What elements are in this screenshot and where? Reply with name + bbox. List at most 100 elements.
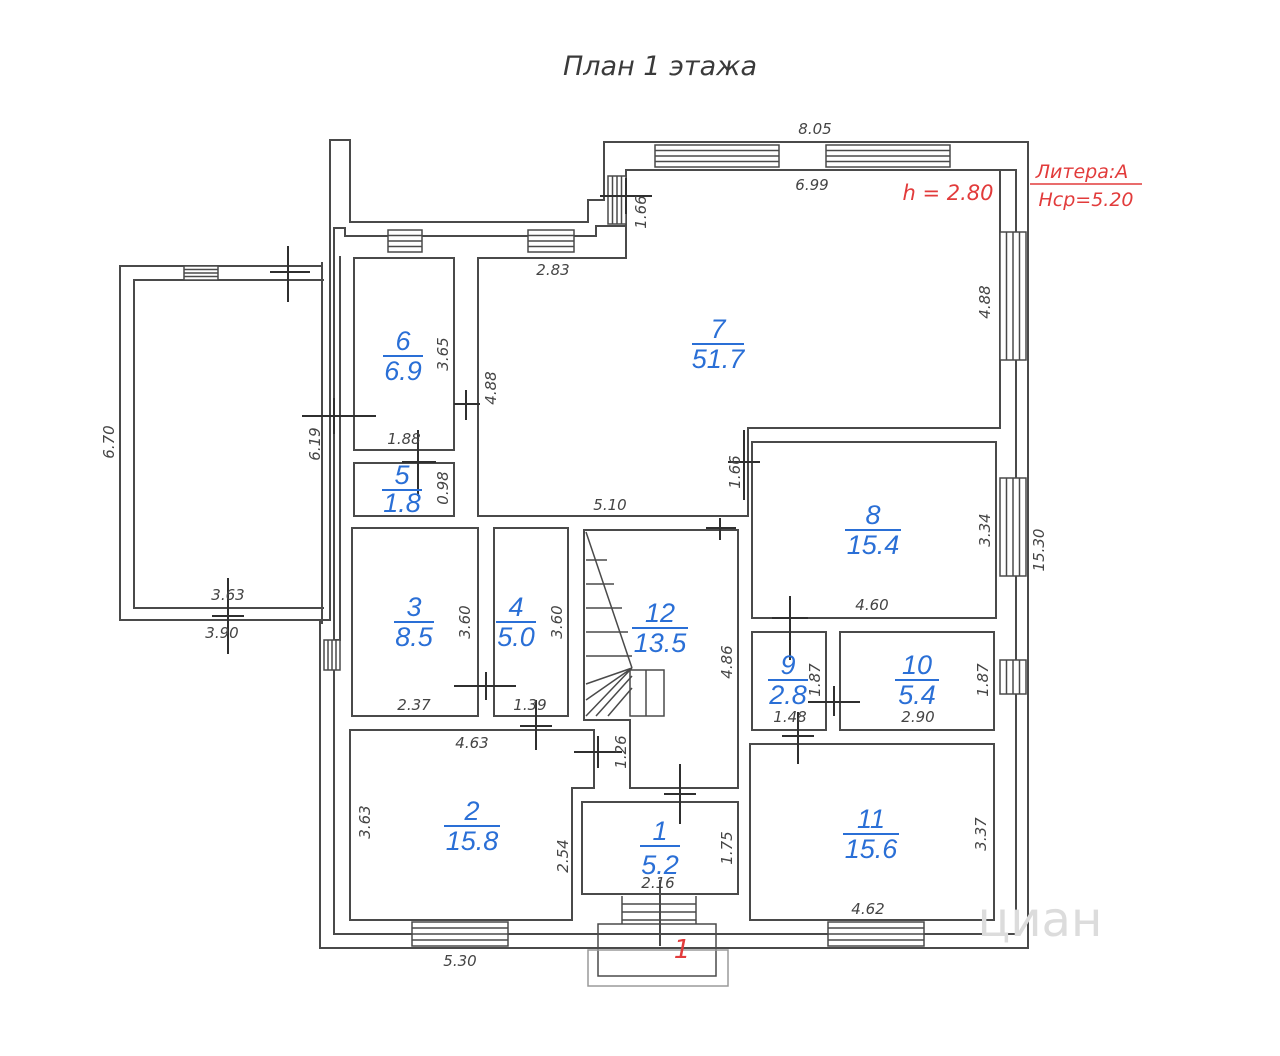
room-area: 5.0 xyxy=(497,622,535,652)
room-number: 11 xyxy=(857,804,885,834)
dimension-label: 1.66 xyxy=(726,455,744,488)
dimension-label: 4.62 xyxy=(851,900,884,918)
door-marker xyxy=(782,712,814,764)
room-area: 15.4 xyxy=(847,530,900,560)
window xyxy=(387,229,423,253)
dimension-label: 6.70 xyxy=(100,425,118,458)
room-label-1: 1 5.2 xyxy=(640,816,680,880)
door-marker xyxy=(454,672,516,700)
window xyxy=(323,639,341,671)
room-label-9: 9 2.8 xyxy=(768,650,808,710)
dimension-label: 4.86 xyxy=(718,645,736,678)
door-marker xyxy=(574,736,622,768)
room-label-4: 4 5.0 xyxy=(496,592,536,652)
dimension-label: 2.37 xyxy=(397,696,431,714)
dimension-label: 5.30 xyxy=(443,952,476,970)
door-marker xyxy=(728,430,760,500)
room-label-11: 11 15.6 xyxy=(843,804,899,864)
window xyxy=(827,921,925,947)
dimension-label: 6.99 xyxy=(795,176,828,194)
room-area: 2.8 xyxy=(768,680,807,710)
room-3-walls xyxy=(351,527,479,717)
room-label-6: 6 6.9 xyxy=(383,326,423,386)
room-number: 5 xyxy=(394,460,410,490)
room-number: 9 xyxy=(780,650,795,680)
window xyxy=(607,175,627,225)
room-number: 12 xyxy=(645,598,675,628)
room-number: 7 xyxy=(710,314,726,344)
litera-label: Литера:А xyxy=(1035,161,1129,183)
dimension-label: 1.87 xyxy=(806,663,824,697)
dimension-label: 1.75 xyxy=(718,831,736,864)
door-marker xyxy=(270,246,310,302)
room-7-walls xyxy=(477,169,1001,517)
window xyxy=(999,231,1027,361)
room-number: 6 xyxy=(395,326,411,356)
dimension-label: 3.63 xyxy=(211,586,244,604)
room-number: 10 xyxy=(902,650,932,680)
room-area: 8.5 xyxy=(395,622,434,652)
room-area: 5.2 xyxy=(641,850,679,880)
dimension-label: 3.37 xyxy=(972,817,990,851)
dimension-label: 3.60 xyxy=(548,605,566,638)
room-8-walls xyxy=(751,441,997,619)
room-10-walls xyxy=(839,631,995,731)
room-area: 1.8 xyxy=(383,488,421,518)
dimension-label: 1.39 xyxy=(513,696,546,714)
room-area: 13.5 xyxy=(634,628,688,658)
door-marker xyxy=(454,390,480,420)
window xyxy=(999,477,1027,577)
windows xyxy=(183,144,1027,947)
door-marker xyxy=(664,764,696,824)
room-area: 5.4 xyxy=(898,680,936,710)
room-label-5: 5 1.8 xyxy=(382,460,422,518)
door-markers xyxy=(212,178,860,824)
room-2-walls xyxy=(349,729,595,921)
door-marker xyxy=(212,578,244,654)
garage-wall-outline xyxy=(119,265,322,621)
watermark: циан xyxy=(978,892,1103,948)
window xyxy=(999,659,1027,695)
dimension-label: 1.66 xyxy=(632,195,650,228)
entrance-porch xyxy=(587,880,729,987)
window xyxy=(183,265,219,281)
room-label-3: 3 8.5 xyxy=(394,592,434,652)
room-area: 6.9 xyxy=(384,356,422,386)
room-12-walls xyxy=(583,529,739,789)
dimension-label: 0.98 xyxy=(434,471,452,504)
entrance-number: 1 xyxy=(674,935,691,965)
door-marker xyxy=(302,398,376,434)
dimension-label: 4.63 xyxy=(455,734,488,752)
dimension-label: 2.16 xyxy=(641,874,674,892)
room-label-12: 12 13.5 xyxy=(632,598,688,658)
door-marker xyxy=(402,430,436,496)
dimension-label: 3.63 xyxy=(356,805,374,838)
room-label-7: 7 51.7 xyxy=(692,314,746,374)
dimension-label: 1.87 xyxy=(974,663,992,697)
door-marker xyxy=(706,518,736,540)
staircase xyxy=(585,531,665,717)
dimension-label: 4.60 xyxy=(855,596,888,614)
dimension-label: 3.90 xyxy=(205,624,238,642)
dimension-label: 1.88 xyxy=(387,430,420,448)
dimension-label: 2.83 xyxy=(536,261,569,279)
dimension-label: 1.48 xyxy=(773,708,806,726)
outer-wall-outline xyxy=(319,139,1029,949)
room-labels: 1 5.2 2 15.8 3 8.5 4 5.0 5 1.8 6 6.9 xyxy=(382,314,939,880)
dimension-label: 2.54 xyxy=(554,839,572,872)
plan-title: План 1 этажа xyxy=(563,51,757,82)
dimension-label: 3.60 xyxy=(456,605,474,638)
room-label-8: 8 15.4 xyxy=(845,500,901,560)
window xyxy=(825,144,951,168)
room-area: 15.6 xyxy=(845,834,899,864)
dimension-label: 8.05 xyxy=(798,120,831,138)
room-label-2: 2 15.8 xyxy=(444,796,500,856)
room-number: 8 xyxy=(865,500,880,530)
dimension-label: 2.90 xyxy=(901,708,934,726)
dimension-label: 1.26 xyxy=(612,735,630,768)
outer-wall-inner xyxy=(333,169,1017,935)
dimension-label: 3.34 xyxy=(976,513,994,546)
room-4-walls xyxy=(493,527,569,717)
